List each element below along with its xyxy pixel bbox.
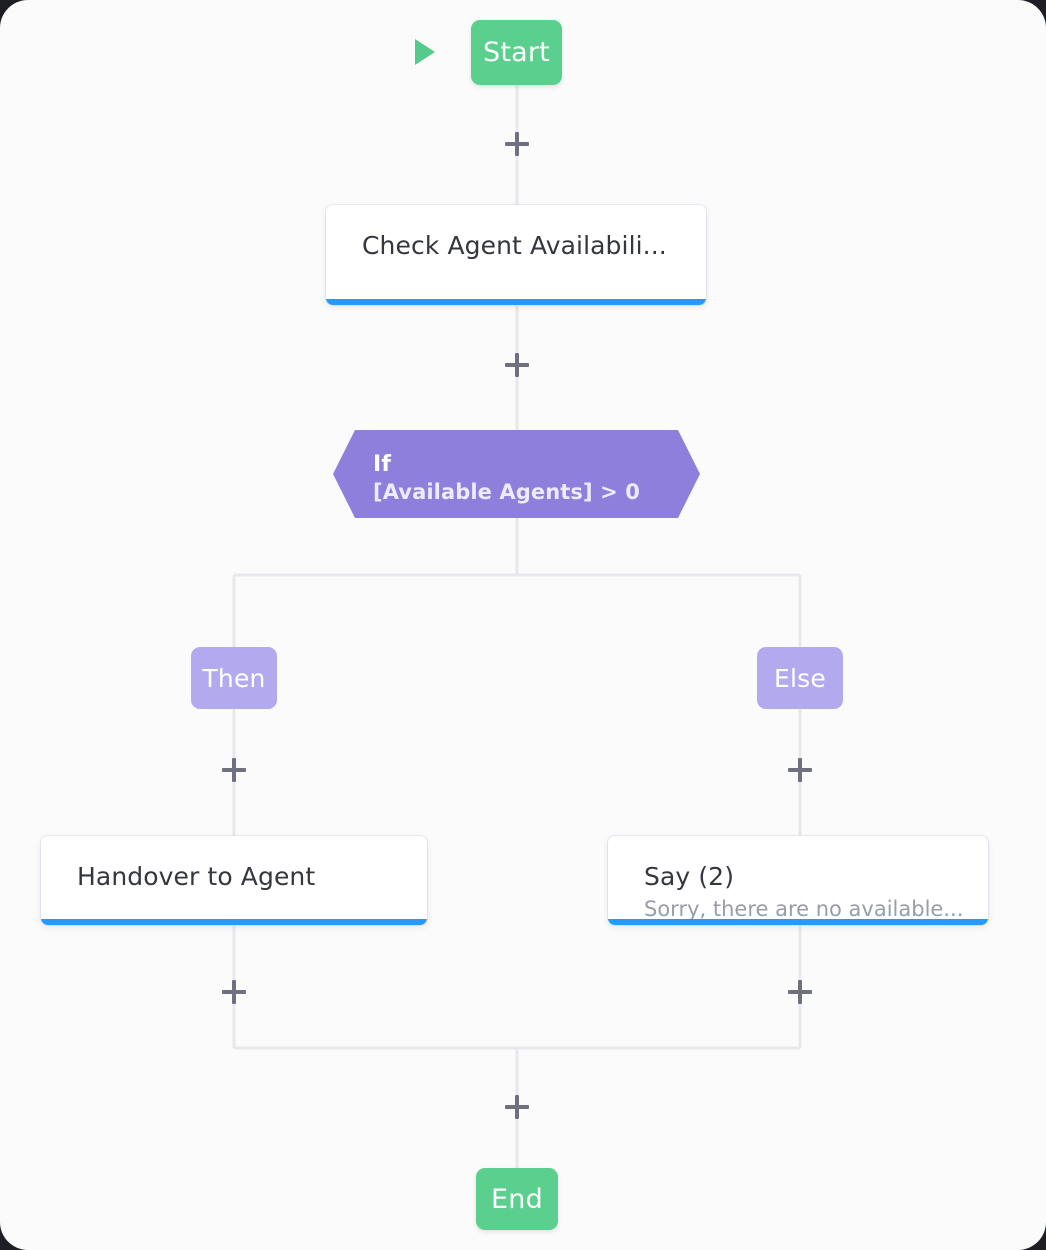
condition-keyword: If: [373, 452, 392, 477]
card-subtitle: Sorry, there are no available...: [644, 897, 964, 921]
play-icon: [415, 39, 435, 65]
card-accent-bar: [608, 919, 988, 925]
card-body: Check Agent Availabili...: [326, 205, 706, 260]
card-accent-bar: [326, 299, 706, 305]
card-title: Handover to Agent: [77, 862, 316, 891]
branch-badge-else[interactable]: Else: [757, 647, 843, 709]
add-in-then-button[interactable]: [219, 755, 249, 785]
branch-badge-then[interactable]: Then: [191, 647, 277, 709]
add-after-start-button[interactable]: [502, 129, 532, 159]
add-after-handover-button[interactable]: [219, 977, 249, 1007]
condition-node-if[interactable]: If [Available Agents] > 0: [333, 430, 700, 518]
add-after-say-button[interactable]: [785, 977, 815, 1007]
card-body: Say (2) Sorry, there are no available...: [608, 836, 988, 921]
card-accent-bar: [41, 919, 427, 925]
card-title: Check Agent Availabili...: [362, 231, 667, 260]
condition-expression: [Available Agents] > 0: [373, 480, 640, 504]
add-after-check-agent-button[interactable]: [502, 350, 532, 380]
node-handover-to-agent[interactable]: Handover to Agent: [41, 836, 427, 925]
card-body: Handover to Agent: [41, 836, 427, 891]
card-title: Say (2): [644, 862, 735, 891]
end-node[interactable]: End: [476, 1168, 558, 1230]
node-check-agent-availability[interactable]: Check Agent Availabili...: [326, 205, 706, 305]
add-in-else-button[interactable]: [785, 755, 815, 785]
start-node[interactable]: Start: [471, 20, 562, 85]
add-before-end-button[interactable]: [502, 1092, 532, 1122]
condition-body: If [Available Agents] > 0: [333, 430, 700, 504]
node-say-2[interactable]: Say (2) Sorry, there are no available...: [608, 836, 988, 925]
